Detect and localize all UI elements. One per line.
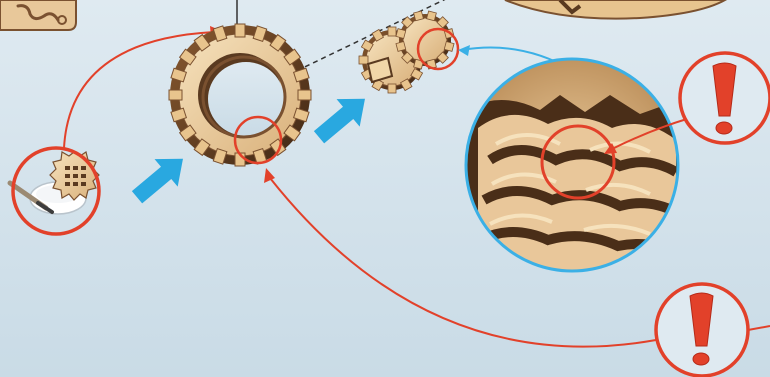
wooden-part-fragment-top-left	[0, 0, 76, 30]
warning-badge-lower	[656, 284, 748, 376]
warning-badge-upper	[680, 53, 770, 143]
